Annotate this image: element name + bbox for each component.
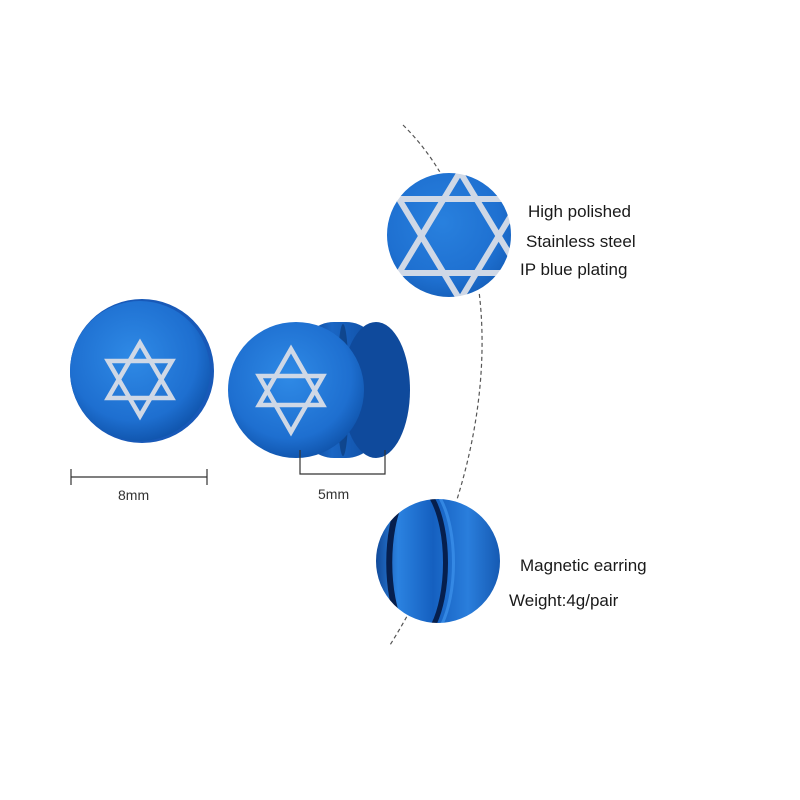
star-of-david-icon: [393, 172, 512, 298]
feature-magnetic: Magnetic earring: [520, 556, 647, 575]
feature-weight: Weight:4g/pair: [509, 591, 619, 610]
earring-front-view: [70, 299, 214, 443]
feature-plating: IP blue plating: [520, 260, 628, 279]
diameter-label: 8mm: [118, 487, 150, 503]
magnet-closeup: [375, 498, 501, 624]
thickness-label: 5mm: [318, 486, 350, 502]
star-of-david-icon: [255, 344, 327, 437]
earring-side-view: [228, 322, 410, 458]
engraving-closeup: [386, 172, 512, 298]
diameter-dimension: [70, 469, 208, 485]
star-of-david-icon: [104, 338, 176, 421]
thickness-dimension: [299, 450, 386, 475]
feature-polish: High polished: [528, 202, 632, 221]
feature-material: Stainless steel: [526, 232, 636, 251]
